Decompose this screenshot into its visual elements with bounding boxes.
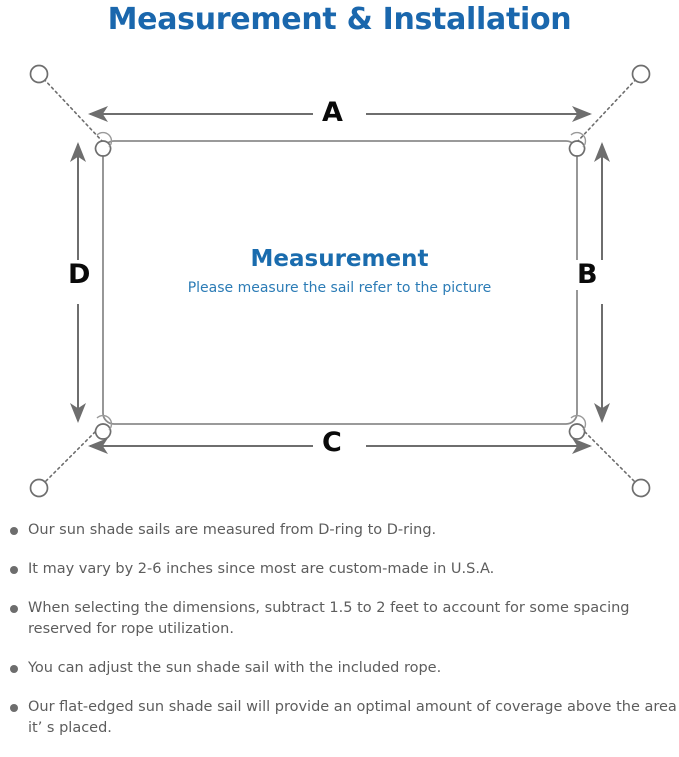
list-item: Our sun shade sails are measured from D-… (0, 520, 679, 541)
list-item: You can adjust the sun shade sail with t… (0, 658, 679, 679)
anchor-point-top-left (29, 64, 49, 84)
anchor-points (29, 64, 651, 498)
list-item-text: Our sun shade sails are measured from D-… (28, 522, 437, 538)
dimension-label-a: A (316, 98, 349, 128)
dimension-label-c: C (316, 428, 348, 458)
tether-line-top-right (576, 75, 640, 143)
dimension-label-b: B (571, 260, 604, 290)
bullet-icon (10, 704, 18, 712)
sail-heading: Measurement (250, 246, 429, 272)
anchor-point-bottom-right (631, 478, 651, 498)
d-ring-bottom-left (94, 423, 112, 440)
bullet-icon (10, 566, 18, 574)
anchor-point-bottom-left (29, 478, 49, 498)
anchor-point-top-right (631, 64, 651, 84)
list-item-text: When selecting the dimensions, subtract … (28, 600, 630, 637)
bullet-icon (10, 605, 18, 613)
tether-lines (40, 75, 640, 487)
dimension-label-d: D (62, 260, 97, 290)
list-item-text: It may vary by 2-6 inches since most are… (28, 561, 495, 577)
list-item: Our flat-edged sun shade sail will provi… (0, 697, 679, 739)
shade-sail-measurement-diagram: Measurement Please measure the sail refe… (0, 52, 679, 507)
list-item-text: Our flat-edged sun shade sail will provi… (28, 699, 677, 736)
d-ring-shadows (96, 131, 587, 431)
tether-line-bottom-right (576, 423, 640, 487)
notes-list: Our sun shade sails are measured from D-… (0, 520, 679, 757)
d-ring-top-right (568, 140, 586, 157)
bullet-icon (10, 665, 18, 673)
diagram-canvas (29, 64, 651, 498)
tether-line-top-left (40, 75, 104, 143)
tether-line-bottom-left (40, 423, 104, 487)
list-item: It may vary by 2-6 inches since most are… (0, 559, 679, 580)
list-item-text: You can adjust the sun shade sail with t… (28, 660, 442, 676)
page-title: Measurement & Installation (107, 2, 572, 37)
d-ring-bottom-right (568, 423, 586, 440)
bullet-icon (10, 527, 18, 535)
list-item: When selecting the dimensions, subtract … (0, 598, 679, 640)
d-ring-top-left (94, 140, 112, 157)
sail-subheading: Please measure the sail refer to the pic… (187, 280, 492, 296)
dimension-arrows (70, 106, 610, 454)
